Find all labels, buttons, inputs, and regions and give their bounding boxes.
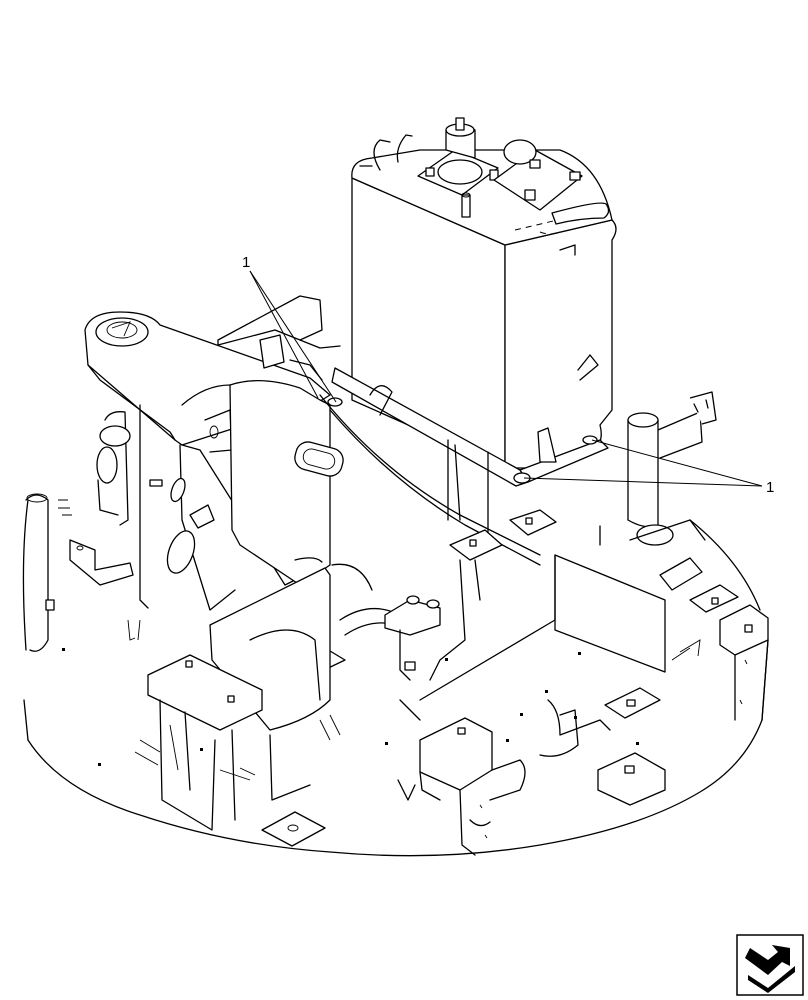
turntable-base-plate: [22, 499, 769, 857]
front-support-bracket: [134, 567, 341, 847]
callout-label: 1: [766, 479, 774, 496]
callout-upper-left: 1: [242, 254, 337, 403]
center-frame-plate: [181, 295, 344, 586]
right-deck-frame: [539, 519, 769, 806]
front-lower-bracket: [397, 699, 526, 856]
center-channel: [294, 394, 557, 701]
callout-label: 1: [242, 254, 250, 271]
callout-right: 1: [523, 439, 774, 496]
right-post: [599, 391, 717, 546]
left-cylinder: [25, 493, 72, 652]
next-page-arrow-icon[interactable]: [736, 934, 804, 996]
hydraulic-tank: [327, 117, 617, 551]
